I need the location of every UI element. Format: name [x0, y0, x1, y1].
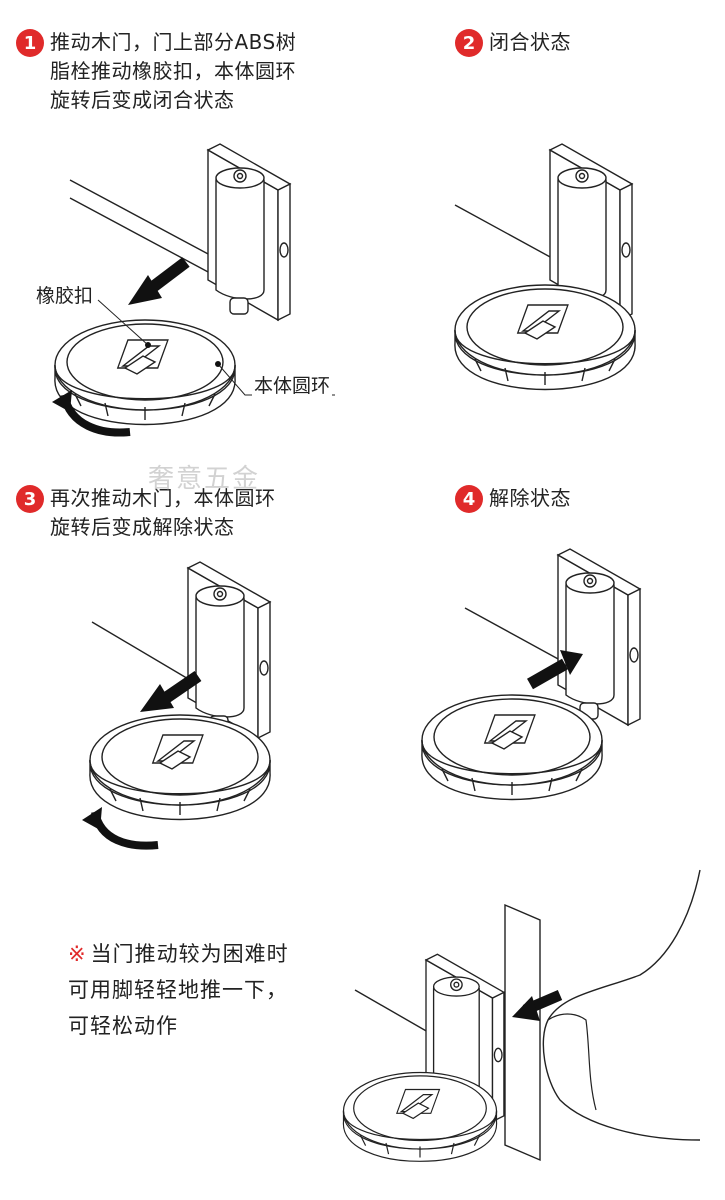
step-2: 2 闭合状态	[455, 28, 571, 57]
step-description: 闭合状态	[489, 28, 571, 57]
step-number-badge: 1	[16, 29, 44, 57]
callout-body-ring: 本体圆环	[252, 371, 333, 398]
panel-5-illustration	[342, 869, 701, 1162]
watermark: 奢意五金	[148, 464, 261, 494]
callout-rubber-buckle: 橡胶扣	[34, 281, 96, 308]
step-description: 推动木门，门上部分ABS树 脂栓推动橡胶扣，本体圆环 旋转后变成闭合状态	[50, 28, 296, 115]
step-1: 1 推动木门，门上部分ABS树 脂栓推动橡胶扣，本体圆环 旋转后变成闭合状态	[16, 28, 296, 115]
tip-note: ※当门推动较为困难时 可用脚轻轻地推一下， 可轻松动作	[68, 936, 289, 1044]
note-symbol: ※	[68, 942, 87, 966]
tip-line-1: ※当门推动较为困难时	[68, 936, 289, 972]
step-3-line-1: 再次推动木门，本体圆环	[50, 486, 276, 510]
step-1-line-3: 旋转后变成闭合状态	[50, 88, 235, 112]
tip-line-2: 可用脚轻轻地推一下，	[68, 978, 288, 1002]
step-number-badge: 4	[455, 485, 483, 513]
panel-1-illustration	[52, 143, 335, 437]
step-1-line-2: 脂栓推动橡胶扣，本体圆环	[50, 59, 296, 83]
tip-text-1: 当门推动较为困难时	[90, 942, 289, 966]
step-4: 4 解除状态	[455, 484, 571, 513]
step-description: 再次推动木门，本体圆环 旋转后变成解除状态	[50, 484, 276, 542]
tip-line-3: 可轻松动作	[68, 1014, 178, 1038]
step-number-badge: 2	[455, 29, 483, 57]
step-4-line-1: 解除状态	[489, 486, 571, 510]
step-1-line-1: 推动木门，门上部分ABS树	[50, 30, 297, 54]
step-description: 解除状态	[489, 484, 571, 513]
step-3-line-2: 旋转后变成解除状态	[50, 515, 235, 539]
step-3: 3 再次推动木门，本体圆环 旋转后变成解除状态	[16, 484, 276, 542]
step-number-badge: 3	[16, 485, 44, 513]
panel-3-illustration	[82, 561, 271, 850]
step-2-line-1: 闭合状态	[489, 30, 571, 54]
panel-2-illustration	[454, 143, 636, 391]
panel-4-illustration	[421, 548, 641, 801]
